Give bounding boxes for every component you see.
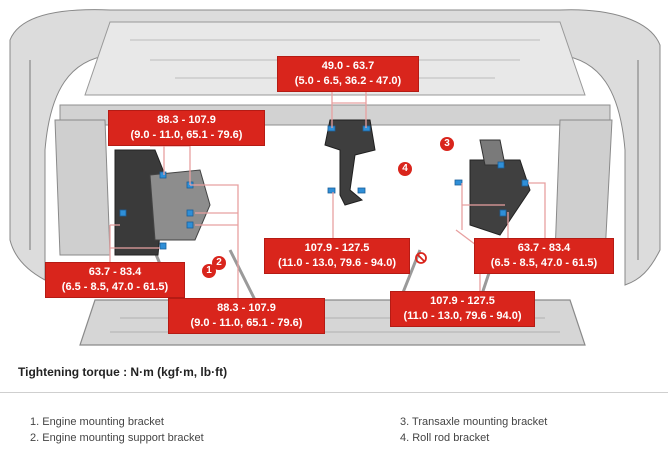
tightening-torque-caption: Tightening torque : N·m (kgf·m, lb·ft): [18, 365, 228, 379]
torque-value: 88.3 - 107.9: [157, 114, 216, 126]
callout-3: 3: [440, 137, 454, 151]
torque-conversion: (11.0 - 13.0, 79.6 - 94.0): [277, 257, 397, 269]
engine-bay-figure: 49.0 - 63.7 (5.0 - 6.5, 36.2 - 47.0) 88.…: [0, 9, 668, 393]
torque-conversion: (5.0 - 6.5, 36.2 - 47.0): [294, 75, 402, 87]
legend-item: 2. Engine mounting support bracket: [30, 432, 204, 444]
torque-value: 88.3 - 107.9: [217, 302, 276, 314]
legend-item: 1. Engine mounting bracket: [30, 416, 164, 428]
torque-value: 63.7 - 83.4: [517, 242, 571, 254]
torque-label-lower-left: 63.7 - 83.4 (6.5 - 8.5, 47.0 - 61.5): [45, 262, 185, 298]
torque-value: 107.9 - 127.5: [304, 242, 370, 254]
torque-conversion: (6.5 - 8.5, 47.0 - 61.5): [61, 281, 169, 293]
callout-4: 4: [398, 162, 412, 176]
torque-label-bottom-left: 88.3 - 107.9 (9.0 - 11.0, 65.1 - 79.6): [168, 298, 325, 334]
callout-1: 1: [202, 264, 216, 278]
torque-label-center: 107.9 - 127.5 (11.0 - 13.0, 79.6 - 94.0): [264, 238, 410, 274]
legend-left: 1. Engine mounting bracket 2. Engine mou…: [30, 414, 204, 446]
callout-2: 2: [212, 256, 226, 270]
torque-value: 107.9 - 127.5: [430, 295, 495, 307]
torque-label-top: 49.0 - 63.7 (5.0 - 6.5, 36.2 - 47.0): [277, 56, 419, 92]
legend-right: 3. Transaxle mounting bracket 4. Roll ro…: [400, 414, 547, 446]
legend-item: 3. Transaxle mounting bracket: [400, 416, 548, 428]
torque-conversion: (6.5 - 8.5, 47.0 - 61.5): [490, 257, 598, 269]
torque-value: 63.7 - 83.4: [88, 266, 142, 278]
torque-label-right: 63.7 - 83.4 (6.5 - 8.5, 47.0 - 61.5): [474, 238, 614, 274]
torque-conversion: (9.0 - 11.0, 65.1 - 79.6): [130, 129, 243, 141]
torque-conversion: (11.0 - 13.0, 79.6 - 94.0): [403, 310, 522, 322]
torque-conversion: (9.0 - 11.0, 65.1 - 79.6): [190, 317, 303, 329]
torque-label-bottom-right: 107.9 - 127.5 (11.0 - 13.0, 79.6 - 94.0): [390, 291, 535, 327]
torque-label-upper-left: 88.3 - 107.9 (9.0 - 11.0, 65.1 - 79.6): [108, 110, 265, 146]
torque-value: 49.0 - 63.7: [321, 60, 375, 72]
legend-item: 4. Roll rod bracket: [400, 432, 490, 444]
no-reuse-icon: [415, 252, 427, 264]
